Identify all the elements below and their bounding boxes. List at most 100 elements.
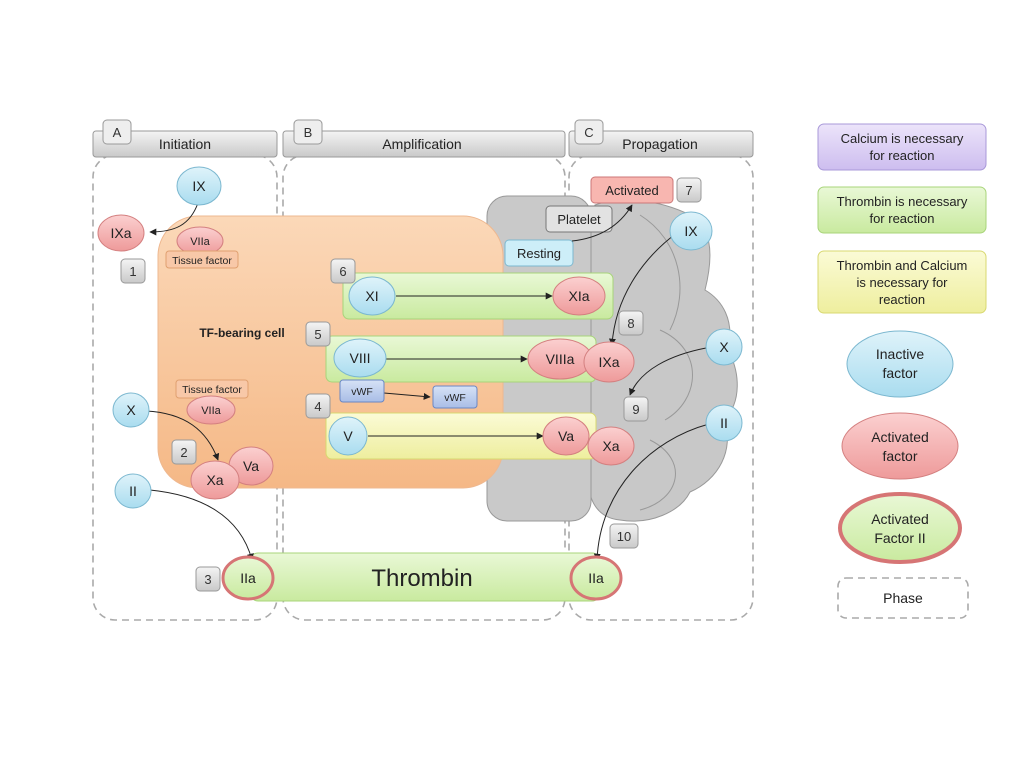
factor-ixa-initiation: IXa — [97, 214, 145, 252]
svg-text:4: 4 — [314, 399, 321, 414]
svg-text:Tissue factor: Tissue factor — [182, 384, 242, 396]
legend-thrombin-calcium: Thrombin and Calcium is necessary for re… — [817, 250, 987, 314]
tissue-factor-top: Tissue factor — [165, 250, 239, 269]
factor-ii-propagation: II — [705, 404, 743, 442]
factor-xi: XI — [348, 276, 396, 316]
svg-text:10: 10 — [617, 529, 631, 544]
svg-text:X: X — [719, 339, 729, 355]
svg-text:IXa: IXa — [110, 225, 131, 241]
svg-text:II: II — [129, 483, 137, 499]
svg-text:Tissue factor: Tissue factor — [172, 255, 232, 267]
factor-ii-initiation: II — [114, 473, 152, 509]
thrombin-label: Thrombin — [371, 565, 472, 592]
svg-text:5: 5 — [314, 327, 321, 342]
phase-letter: C — [584, 125, 593, 140]
factor-iia-right: IIa — [569, 555, 623, 601]
svg-text:IX: IX — [192, 178, 206, 194]
step-badge-4: 4 — [305, 393, 331, 419]
svg-text:Va: Va — [243, 458, 259, 474]
phase-letter: B — [304, 125, 313, 140]
factor-xa-propagation: Xa — [587, 426, 635, 466]
legend-phase: Phase — [837, 577, 969, 619]
svg-text:vWF: vWF — [351, 386, 373, 398]
resting-label: Resting — [517, 246, 561, 261]
phase-name: Propagation — [622, 136, 698, 152]
svg-text:Xa: Xa — [602, 438, 619, 454]
legend-activated-factor-ii: Activated Factor II — [838, 492, 962, 564]
activated-label: Activated — [605, 183, 658, 198]
factor-viia-bottom: VIIa — [186, 395, 236, 425]
svg-text:Calcium is necessary: Calcium is necessary — [841, 131, 964, 146]
svg-text:II: II — [720, 415, 728, 431]
svg-text:IIa: IIa — [240, 570, 256, 586]
svg-text:X: X — [126, 402, 136, 418]
platelet-label: Platelet — [557, 212, 601, 227]
factor-ixa-propagation: IXa — [583, 341, 635, 383]
svg-text:for reaction: for reaction — [869, 211, 934, 226]
factor-va-amplification: Va — [542, 416, 590, 456]
svg-text:1: 1 — [129, 264, 136, 279]
phase-header-propagation: C Propagation — [568, 119, 754, 158]
svg-text:9: 9 — [632, 402, 639, 417]
tissue-factor-bottom: Tissue factor — [175, 379, 249, 399]
step-badge-10: 10 — [609, 523, 639, 549]
svg-text:factor: factor — [882, 448, 917, 464]
factor-viiia: VIIIa — [527, 338, 593, 380]
factor-iia-left: IIa — [221, 555, 275, 601]
svg-text:IX: IX — [684, 223, 698, 239]
svg-text:is necessary for: is necessary for — [856, 275, 948, 290]
svg-text:Activated: Activated — [871, 511, 929, 527]
svg-text:XIa: XIa — [568, 288, 589, 304]
step-badge-6: 6 — [330, 258, 356, 284]
svg-text:vWF: vWF — [444, 392, 466, 404]
svg-text:IIa: IIa — [588, 570, 604, 586]
vwf-free: vWF — [432, 385, 478, 409]
step-badge-3: 3 — [195, 566, 221, 592]
svg-text:6: 6 — [339, 264, 346, 279]
vwf-bound: vWF — [339, 379, 385, 403]
svg-text:VIIa: VIIa — [201, 405, 221, 417]
svg-text:VIII: VIII — [349, 350, 370, 366]
phase-header-initiation: A Initiation — [92, 119, 278, 158]
factor-x-initiation: X — [112, 392, 150, 428]
svg-text:XI: XI — [365, 288, 378, 304]
svg-text:V: V — [343, 428, 353, 444]
phase-name: Initiation — [159, 136, 211, 152]
svg-text:VIIa: VIIa — [190, 236, 210, 248]
step-badge-5: 5 — [305, 321, 331, 347]
legend-activated-factor: Activated factor — [841, 412, 959, 480]
svg-text:IXa: IXa — [598, 354, 619, 370]
svg-text:for reaction: for reaction — [869, 148, 934, 163]
legend-thrombin: Thrombin is necessary for reaction — [817, 186, 987, 234]
factor-xa-initiation: Xa — [190, 460, 240, 500]
factor-v: V — [328, 416, 368, 456]
step-badge-8: 8 — [618, 310, 644, 336]
svg-text:Phase: Phase — [883, 590, 923, 606]
platelet-label-box — [545, 205, 613, 233]
legend: Calcium is necessary for reaction Thromb… — [817, 123, 987, 619]
svg-text:8: 8 — [627, 316, 634, 331]
platelet-folds — [639, 214, 693, 511]
legend-calcium: Calcium is necessary for reaction — [817, 123, 987, 171]
resting-label-box — [504, 239, 574, 267]
svg-text:Xa: Xa — [206, 472, 223, 488]
svg-text:Thrombin is necessary: Thrombin is necessary — [837, 194, 968, 209]
factor-ix-initiation: IX — [176, 166, 222, 206]
svg-text:2: 2 — [180, 445, 187, 460]
factor-viia-top: VIIa — [176, 226, 224, 256]
step-badge-1: 1 — [120, 258, 146, 284]
svg-text:Va: Va — [558, 428, 574, 444]
phase-letter: A — [113, 125, 122, 140]
svg-text:VIIIa: VIIIa — [546, 351, 575, 367]
svg-text:reaction: reaction — [879, 292, 925, 307]
step-badge-9: 9 — [623, 396, 649, 422]
legend-inactive-factor: Inactive factor — [846, 330, 954, 398]
factor-xia: XIa — [552, 276, 606, 316]
svg-text:3: 3 — [204, 572, 211, 587]
svg-text:Factor II: Factor II — [874, 530, 925, 546]
activated-label-box — [590, 176, 674, 204]
tf-bearing-cell-label: TF-bearing cell — [199, 326, 284, 340]
step-badge-7: 7 — [676, 177, 702, 203]
